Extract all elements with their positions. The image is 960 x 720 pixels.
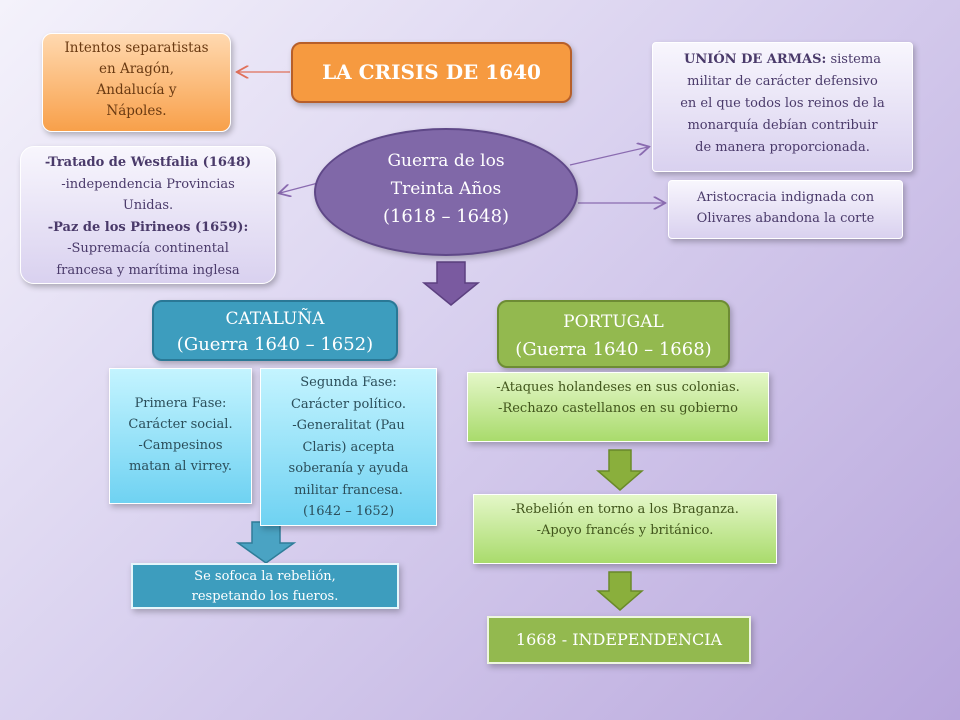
war-line-1: Guerra de los	[387, 151, 505, 171]
phase2-line-5: soberanía y ayuda	[288, 461, 409, 476]
treaty-westfalia: -Tratado de Westfalia (1648)	[44, 155, 252, 170]
treaty-line-5: -Supremacía continental	[67, 241, 229, 256]
phase1-line-2: Carácter social.	[128, 417, 233, 432]
catalonia-name: CATALUÑA	[225, 309, 325, 329]
title-box: LA CRISIS DE 1640	[291, 42, 572, 103]
union-text-1: sistema	[826, 52, 881, 67]
treaty-line-3: Unidas.	[122, 198, 174, 213]
separatism-line-1: Intentos separatistas	[64, 40, 209, 56]
braganza-box: -Rebelión en torno a los Braganza. -Apoy…	[473, 494, 777, 564]
aristocracy-line-2: Olivares abandona la corte	[696, 211, 875, 226]
aristocracy-line-1: Aristocracia indignada con	[696, 190, 875, 205]
phase2-line-7: (1642 – 1652)	[302, 504, 395, 519]
portugal-cause-2: -Rechazo castellanos en su gobierno	[498, 401, 738, 416]
separatism-line-2: en Aragón,	[99, 61, 174, 77]
union-text-4: monarquía debían contribuir	[687, 118, 878, 133]
treaty-line-6: francesa y marítima inglesa	[56, 262, 240, 278]
arrow-war-to-treaties	[280, 182, 319, 193]
union-box: UNIÓN DE ARMAS: sistema militar de carác…	[652, 42, 913, 172]
catalonia-header: CATALUÑA (Guerra 1640 – 1652)	[152, 300, 398, 361]
braganza-line-1: -Rebelión en torno a los Braganza.	[511, 502, 739, 517]
phase2-line-3: -Generalitat (Pau	[292, 418, 405, 433]
braganza-line-2: -Apoyo francés y británico.	[536, 523, 714, 538]
war-line-2: Treinta Años	[390, 179, 502, 199]
block-arrow-green-2	[595, 571, 645, 611]
treaties-box: -Tratado de Westfalia (1648) -independen…	[20, 146, 276, 284]
portugal-dates: (Guerra 1640 – 1668)	[515, 339, 712, 360]
union-text-2: militar de carácter defensivo	[687, 74, 878, 89]
phase1-line-1: Primera Fase:	[134, 396, 227, 411]
portugal-name: PORTUGAL	[563, 312, 664, 332]
war-line-3: (1618 – 1648)	[382, 206, 510, 227]
suppressed-line-1: Se sofoca la rebelión,	[194, 569, 336, 584]
phase1-line-3: -Campesinos	[138, 438, 223, 453]
treaty-line-2: -independencia Provincias	[61, 176, 235, 192]
arrow-war-to-union	[569, 147, 648, 166]
phase2-line-6: militar francesa.	[294, 482, 403, 498]
block-arrow-teal	[235, 521, 297, 564]
separatism-box: Intentos separatistas en Aragón, Andaluc…	[42, 33, 231, 132]
union-text-5: de manera proporcionada.	[695, 140, 870, 155]
phase1-box: Primera Fase: Carácter social. -Campesin…	[109, 368, 252, 504]
independence-label: 1668 - INDEPENDENCIA	[515, 630, 723, 649]
phase1-line-4: matan al virrey.	[129, 459, 232, 474]
phase2-line-4: Claris) acepta	[302, 439, 395, 455]
union-line-1: UNIÓN DE ARMAS: sistema	[653, 49, 912, 71]
union-text-3: en el que todos los reinos de la	[680, 96, 885, 111]
union-term: UNIÓN DE ARMAS:	[684, 52, 827, 67]
portugal-cause-1: -Ataques holandeses en sus colonias.	[496, 380, 740, 395]
portugal-header: PORTUGAL (Guerra 1640 – 1668)	[497, 300, 730, 368]
aristocracy-box: Aristocracia indignada con Olivares aban…	[668, 180, 903, 239]
suppressed-box: Se sofoca la rebelión, respetando los fu…	[131, 563, 399, 609]
phase2-line-2: Carácter político.	[290, 396, 407, 412]
block-arrow-green-1	[595, 449, 645, 491]
phase2-line-1: Segunda Fase:	[300, 375, 397, 390]
phase2-box: Segunda Fase: Carácter político. -Genera…	[260, 368, 437, 526]
page-title: LA CRISIS DE 1640	[322, 60, 541, 84]
catalonia-dates: (Guerra 1640 – 1652)	[176, 334, 374, 355]
independence-box: 1668 - INDEPENDENCIA	[487, 616, 751, 664]
suppressed-line-2: respetando los fueros.	[191, 589, 339, 604]
block-arrow-purple	[421, 261, 481, 306]
portugal-causes-box: -Ataques holandeses en sus colonias. -Re…	[467, 372, 769, 442]
separatism-line-4: Nápoles.	[106, 103, 167, 119]
treaty-pirineos: -Paz de los Pirineos (1659):	[47, 219, 249, 235]
separatism-line-3: Andalucía y	[96, 82, 177, 98]
war-ellipse: Guerra de los Treinta Años (1618 – 1648)	[314, 128, 578, 256]
